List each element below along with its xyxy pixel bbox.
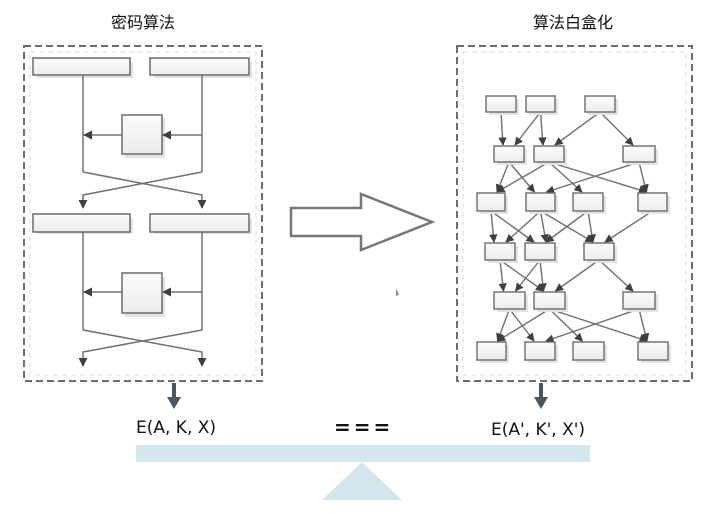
left-formula: E(A, K, X) (136, 418, 217, 438)
network-node (493, 145, 525, 163)
network-node (484, 242, 516, 261)
whitebox-panel (456, 45, 693, 382)
network-edge (508, 308, 535, 342)
network-edge (638, 161, 649, 193)
network-node (622, 291, 656, 310)
network-edge (598, 259, 634, 292)
network-edge (496, 308, 511, 342)
network-edge (545, 161, 640, 194)
network-node (572, 192, 604, 212)
left-half-block (32, 57, 131, 76)
network-edge (548, 161, 583, 193)
network-edge (499, 259, 545, 292)
network-edge (545, 308, 640, 343)
network-node (476, 341, 507, 361)
network-node (525, 95, 556, 113)
right-panel-title: 算法白盒化 (532, 13, 613, 32)
network-edge (554, 259, 600, 292)
right-formula: E(A', K', X') (491, 420, 586, 440)
right-arrow-icon (289, 192, 436, 252)
network-node (524, 242, 556, 261)
network-node (584, 95, 616, 113)
network-edge (545, 210, 589, 243)
network-edge (505, 210, 541, 243)
right-dashed-border (456, 45, 693, 382)
network-edge (495, 161, 510, 193)
left-output-arrow (167, 383, 181, 409)
network-node (493, 291, 526, 310)
network-edge (498, 111, 507, 146)
network-edge (554, 111, 601, 146)
network-node (533, 291, 566, 310)
network-edge (538, 259, 547, 292)
network-edge (498, 259, 507, 292)
right-half-block (149, 213, 250, 233)
round-function-box (121, 114, 163, 155)
network-edge (638, 308, 650, 342)
round-function-box (121, 272, 163, 314)
left-panel-title: 密码算法 (110, 13, 175, 32)
network-edge (538, 111, 547, 146)
balance-fulcrum (322, 462, 402, 500)
network-edge (599, 111, 634, 146)
right-output-arrow (534, 383, 548, 409)
network-node (637, 341, 669, 361)
network-edge (539, 210, 549, 243)
network-edge (490, 210, 535, 243)
network-edge (496, 161, 550, 193)
balance-beam (136, 445, 590, 462)
cursor-mark (396, 288, 399, 296)
network-edge (604, 210, 653, 243)
network-node (572, 341, 605, 361)
network-edge (548, 161, 648, 194)
network-edge (496, 308, 550, 342)
network-edge (549, 308, 648, 343)
network-node (637, 192, 668, 212)
network-edge (514, 111, 542, 146)
network-edge (587, 210, 596, 243)
network-edge (549, 308, 584, 342)
right-half-block (149, 57, 250, 76)
network-edge (489, 210, 498, 243)
cipher-algorithm-panel (23, 45, 263, 382)
equality-sign: === (334, 415, 394, 439)
network-node (476, 192, 506, 212)
network-node (525, 192, 556, 212)
network-node (622, 145, 656, 163)
network-node (583, 242, 615, 261)
network-edge (514, 259, 541, 292)
network-node (485, 95, 517, 113)
left-half-block (32, 213, 131, 233)
network-node (524, 341, 556, 361)
network-node (533, 145, 565, 163)
